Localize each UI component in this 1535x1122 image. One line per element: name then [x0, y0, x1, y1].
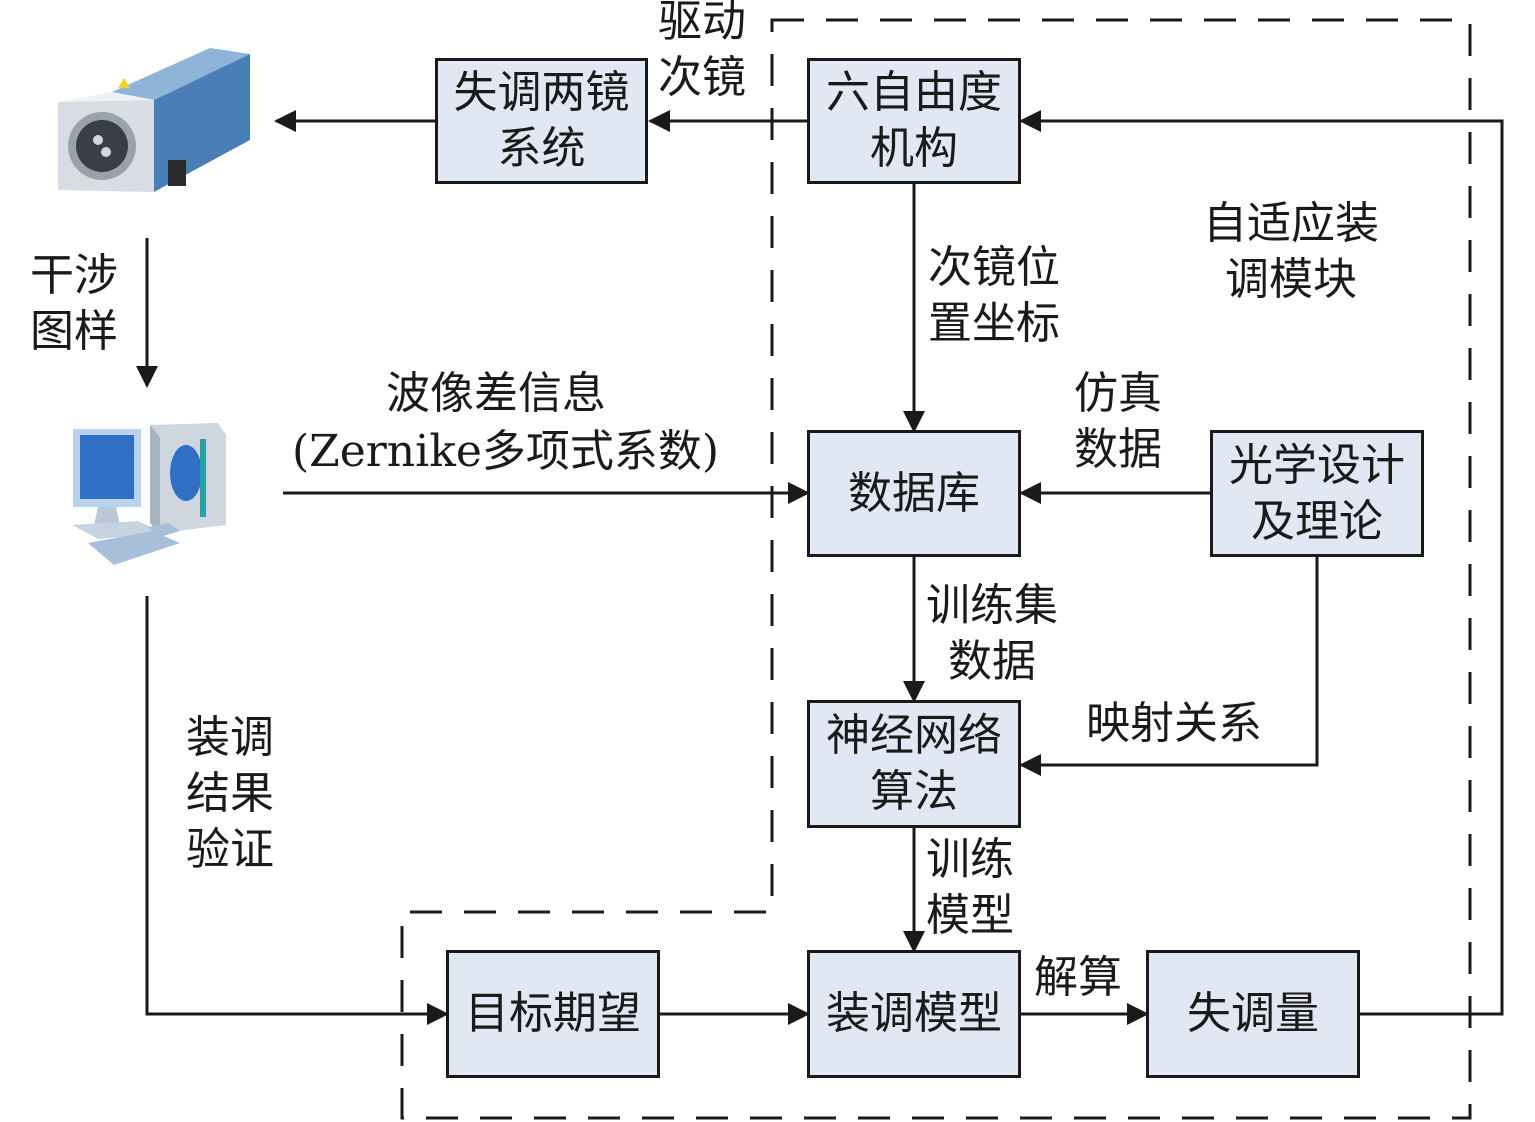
label-zernike: (Zernike多项式系数) — [292, 426, 720, 477]
misalignment-amount-box: 失调量 — [1146, 950, 1360, 1078]
arrow-verification — [145, 596, 449, 1025]
six-dof-mechanism-box: 六自由度 机构 — [807, 58, 1021, 184]
module-title: 自适应装 调模块 — [1203, 198, 1379, 305]
label-simulation-data: 仿真 数据 — [1074, 368, 1162, 475]
target-expectation-box: 目标期望 — [446, 950, 660, 1078]
interferometer-icon — [50, 40, 260, 200]
label-verification: 装调 结果 验证 — [186, 712, 274, 875]
computer-icon — [68, 415, 228, 575]
label-training-set: 训练集 数据 — [926, 580, 1058, 687]
misaligned-two-mirror-system-box: 失调两镜 系统 — [435, 58, 648, 184]
label-solve: 解算 — [1034, 952, 1122, 1003]
label-interference-pattern: 干涉 图样 — [30, 250, 118, 357]
label-train-model: 训练 模型 — [926, 834, 1014, 941]
label-secondary-position: 次镜位 置坐标 — [928, 242, 1060, 349]
label-drive-secondary: 驱动 次镜 — [658, 0, 746, 103]
label-wavefront: 波像差信息 — [386, 368, 606, 419]
database-box: 数据库 — [807, 430, 1021, 557]
neural-network-algorithm-box: 神经网络 算法 — [807, 700, 1021, 828]
alignment-model-box: 装调模型 — [807, 950, 1021, 1078]
optical-design-theory-box: 光学设计 及理论 — [1210, 430, 1424, 557]
label-mapping: 映射关系 — [1086, 698, 1262, 749]
arrow-mapping — [1019, 556, 1319, 776]
adaptive-module-outline — [400, 18, 1472, 1120]
arrow-feedback — [1019, 110, 1504, 1016]
